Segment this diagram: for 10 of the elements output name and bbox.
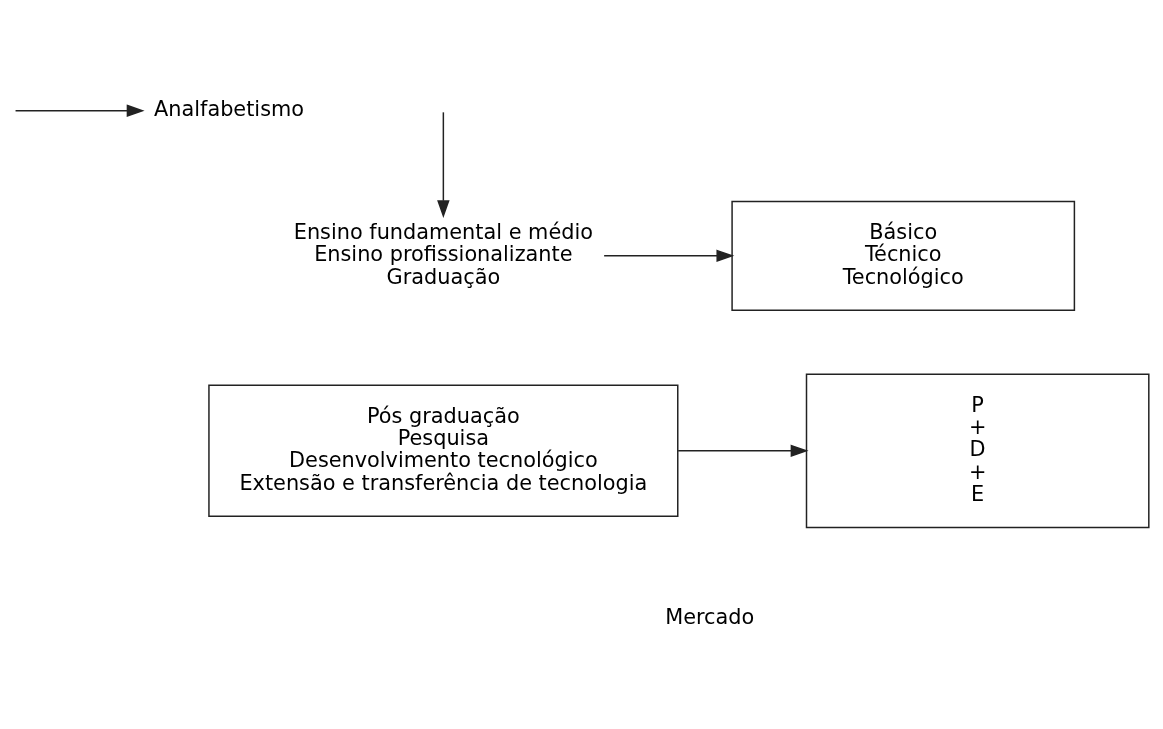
- arrow: [677, 444, 809, 458]
- arrow: [14, 104, 145, 117]
- node-box: Básico Técnico Tecnológico: [731, 200, 1076, 311]
- arrow: [437, 111, 450, 219]
- node-text: Ensino fundamental e médio Ensino profissionalizante Graduação: [293, 220, 593, 289]
- node-box: P + D + E: [805, 373, 1150, 529]
- node-box: Pós graduação Pesquisa Desenvolvimento tecnológico Extensão e transferência de tecnologia: [208, 384, 679, 518]
- node-text: Analfabetismo: [154, 97, 305, 122]
- label: Mercado: [665, 604, 755, 629]
- arrow: [603, 249, 735, 263]
